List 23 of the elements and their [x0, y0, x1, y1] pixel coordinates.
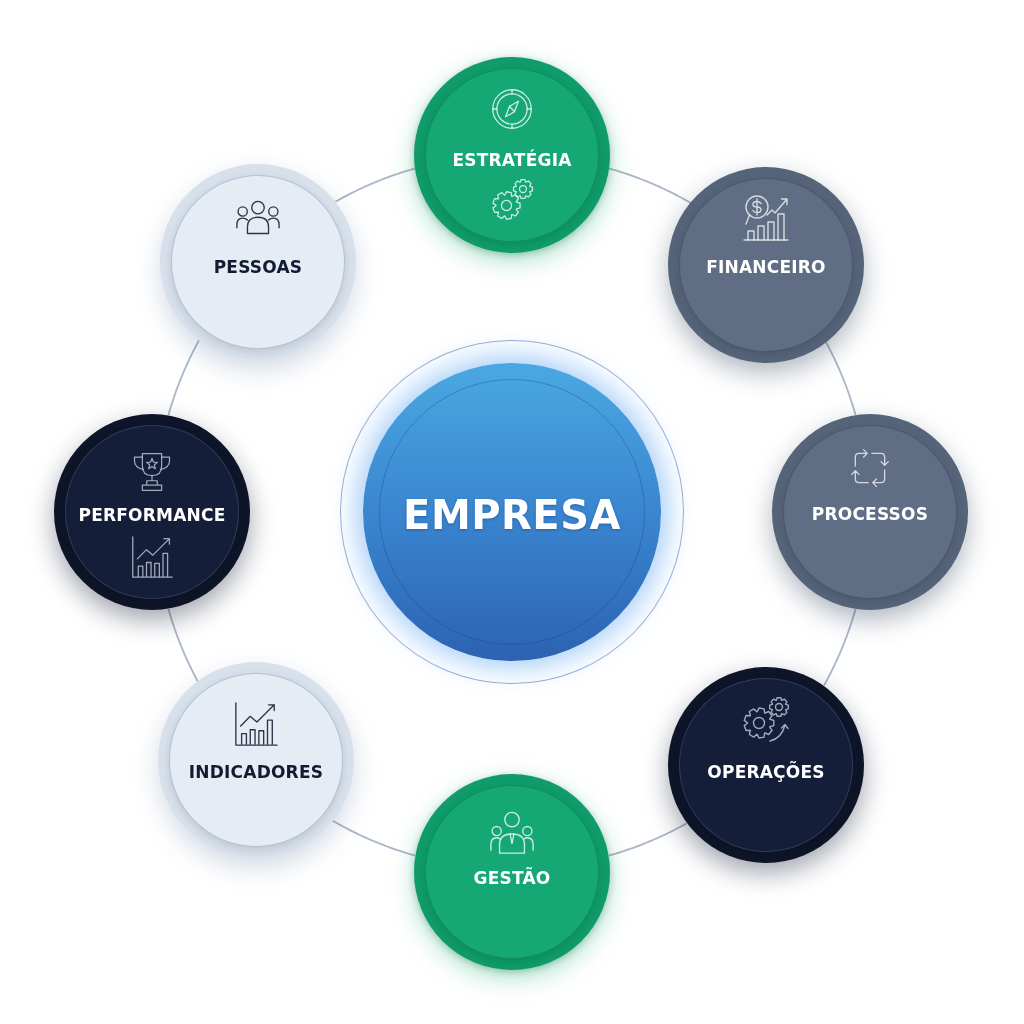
node-label: INDICADORES [188, 762, 324, 782]
category-circle [414, 774, 610, 970]
connector-line [167, 608, 199, 683]
node-label: PROCESSOS [811, 504, 929, 524]
node-label: ESTRATÉGIA [452, 150, 572, 170]
node-label: PERFORMANCE [78, 505, 226, 525]
connector-line [608, 822, 688, 857]
connector-line [331, 819, 416, 857]
connector-line [825, 341, 857, 416]
category-circle [414, 57, 610, 253]
category-circle [772, 414, 968, 610]
category-circle [668, 667, 864, 863]
node-label: FINANCEIRO [706, 257, 826, 277]
node-label: PESSOAS [213, 257, 303, 277]
node-label: OPERAÇÕES [707, 762, 825, 782]
connector-line [334, 167, 416, 203]
category-circle [668, 167, 864, 363]
category-circle [54, 414, 250, 610]
node-label: GESTÃO [473, 868, 551, 888]
connector-line [823, 608, 857, 687]
connector-line [167, 339, 200, 416]
node-label: EMPRESA [403, 493, 621, 537]
connector-line [608, 167, 692, 204]
